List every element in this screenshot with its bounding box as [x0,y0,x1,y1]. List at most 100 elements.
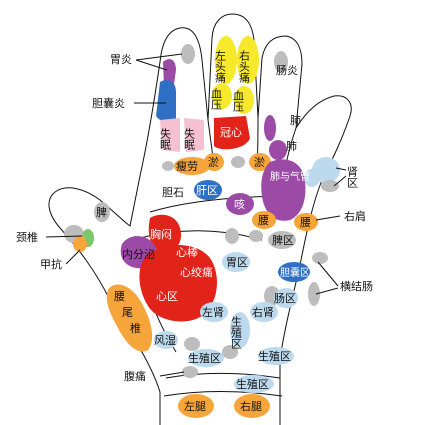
middle-finger-yellow-right [237,36,259,84]
label-nei-fen-mi: 内分泌 [122,247,155,261]
pinky-gray [321,180,339,192]
label-you-jian: 右肩 [344,209,366,223]
label-sheng-zhi-qu-left: 生殖区 [188,351,221,365]
label-shou-lao: 瘦劳 [176,159,198,173]
label-fei-right: 肺 [286,140,297,153]
label-yao-2: 腰 [300,216,311,229]
shengzhi-left-lightblue [188,349,224,367]
yu-orange-left [204,153,224,171]
label-heng-jie-chang: 横结肠 [340,279,373,293]
shimian-pink-right [184,118,204,152]
label-jia-kang: 甲抗 [40,257,62,271]
feiyuqiguan-purple [261,159,306,221]
label-zuo-shen: 左肾 [202,306,224,319]
shimian-pink-left [160,118,180,152]
ke-purple [226,193,254,215]
label-shen-qu: 肾区 [346,166,359,188]
leader-hengjiechang-2 [315,287,339,295]
label-sheng-zhi-qu-bottom: 生殖区 [236,377,269,391]
orange-jiakang [73,236,87,252]
label-zuo-tou-tong: 左头痛 [214,50,227,84]
gray-small-2 [231,156,245,168]
label-fei-top: 肺 [290,114,301,127]
label-wei-yan: 胃炎 [110,53,132,66]
gray-mid-2 [249,230,263,242]
leader-shenqu-1 [335,167,347,171]
shengzhi-bottom-lightblue [234,375,274,393]
zuotui-orange [178,394,214,418]
label-you-tui: 右腿 [240,399,262,413]
leader-jiakang [65,249,81,265]
gray-pi-left [94,202,110,222]
shengzhi-mid-lightblue [230,312,250,348]
svg-text:左头痛: 左头痛 [214,50,227,84]
label-dan-nang-qu: 胆囊区 [280,266,310,279]
yao-orange-2 [294,213,318,231]
label-ke: 咳 [234,197,245,211]
gray-bottom [182,366,198,378]
label-fu-tong: 腹痛 [124,369,146,383]
ring-finger-purple [264,115,276,141]
crease-wrist-1 [165,373,281,379]
label-yao-1: 腰 [258,214,269,227]
yao-wei-zhui-orange [106,284,153,352]
yu-orange-right [249,153,271,171]
label-you-shen: 右肾 [252,305,274,319]
gray-small-1 [162,161,174,171]
shengzhi-right-lightblue [258,347,294,365]
label-yao: 腰 [114,290,125,303]
index-finger-left-purple [163,59,176,86]
gray-lower-1 [184,337,200,351]
label-xue-ya-left: 血压 [210,87,223,111]
zuoshen-lightblue [200,302,228,322]
middle-finger-yellow-low-right [234,86,254,114]
gray-lower-2 [222,345,238,359]
shoulao-orange [174,157,210,175]
label-sheng-zhi-qu-right: 生殖区 [258,349,291,363]
fengshi-lightblue [154,331,178,349]
guanxin-red [214,116,250,150]
dannangqu-blue [278,262,310,282]
gray-right-1 [312,252,328,264]
label-shi-mian-left: 失眠 [159,128,172,150]
label-pi: 脾 [96,205,107,219]
label-dan-shi: 胆石 [162,186,184,199]
label-you-tou-tong: 右头痛 [238,49,251,84]
label-wei-qu: 胃区 [226,256,248,269]
crease-wrist-2 [163,391,283,397]
hand-outline [48,13,352,425]
leader-shenqu-2 [333,175,347,187]
leader-weiyan-1 [135,59,168,71]
gray-piqu [268,231,296,249]
finger-line-3 [286,127,297,161]
leader-futong [159,371,185,377]
label-dan-nang-yan: 胆囊炎 [92,96,125,110]
label-zuo-tui: 左腿 [184,400,206,413]
leader-weiyan-2 [135,53,183,61]
weiqu-lightblue [222,252,250,272]
pinky-lightblue-2 [304,169,320,187]
changqu-lightblue [274,288,298,308]
middle-finger-yellow-low-left [212,83,232,109]
yao-orange-1 [252,211,276,229]
label-xin-qu: 心区 [156,290,178,303]
ring-finger-gray [274,51,288,73]
fei-top-purple-small [269,140,287,160]
label-xue-ya-right: 血压 [232,89,245,113]
leader-jingzhui [45,235,83,238]
leader-hengjiechang-1 [317,261,339,287]
middle-finger-yellow-left [215,36,237,84]
label-jing-zhui: 颈椎 [16,230,38,244]
label-yu-right: 淤 [254,156,265,169]
label-pi-qu: 脾区 [272,233,294,247]
label-shi-mian-right: 失眠 [183,128,196,150]
label-chang-yan: 肠炎 [276,64,298,77]
label-yu-left: 淤 [208,156,219,169]
svg-text:右头痛: 右头痛 [238,49,251,84]
youtui-orange [234,394,270,418]
leader-youjian [315,215,341,221]
label-xin-bang: 心棒 [176,245,198,259]
label-chang-qu: 肠区 [274,292,296,305]
